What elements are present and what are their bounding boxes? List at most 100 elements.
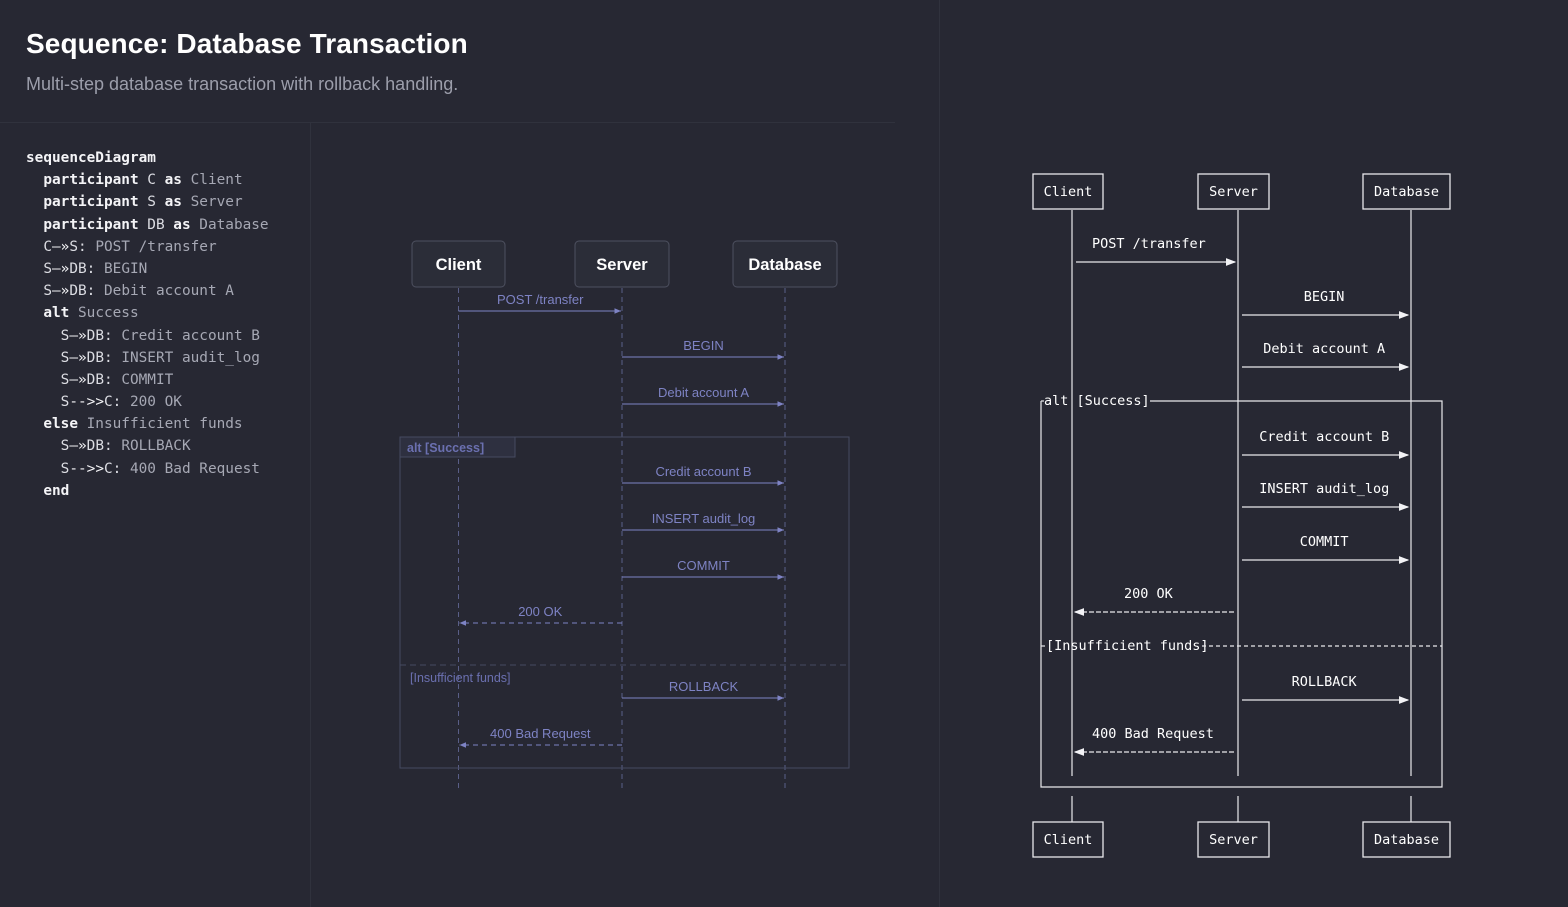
- code-token: as: [164, 172, 182, 189]
- code-token: alt: [43, 305, 70, 322]
- ascii-participant-server-top: Server: [1209, 184, 1258, 200]
- message-label: Credit account B: [655, 464, 751, 479]
- participant-database-label: Database: [748, 256, 821, 274]
- mermaid-source-code: sequenceDiagram participant C as Client …: [26, 147, 269, 502]
- ascii-message-label: COMMIT: [1300, 534, 1349, 550]
- ascii-message-label: POST /transfer: [1092, 236, 1206, 252]
- code-line: S—»DB: BEGIN: [26, 258, 269, 280]
- code-token: S: [26, 394, 70, 411]
- code-line: S—»DB: ROLLBACK: [26, 435, 269, 457]
- code-token: sequenceDiagram: [26, 150, 156, 166]
- participant-server: Server: [574, 240, 670, 288]
- code-token: —»: [52, 260, 70, 277]
- ascii-message-label: INSERT audit_log: [1259, 481, 1389, 497]
- code-token: as: [173, 216, 191, 233]
- page-subtitle: Multi-step database transaction with rol…: [26, 74, 459, 94]
- ascii-message-label: BEGIN: [1304, 289, 1345, 305]
- code-token: S: [26, 438, 70, 455]
- ascii-alt-label: alt [Success]: [1044, 393, 1150, 409]
- code-token: Debit account A: [95, 283, 234, 300]
- code-token: —»: [52, 238, 70, 255]
- code-token: —»: [69, 438, 87, 455]
- code-line: participant DB as Database: [26, 214, 269, 236]
- code-token: INSERT audit_log: [112, 349, 260, 366]
- code-token: DB:: [69, 283, 96, 300]
- ascii-participant-server-bottom: Server: [1209, 832, 1258, 848]
- participant-server-label: Server: [596, 256, 648, 274]
- code-token: COMMIT: [112, 371, 174, 388]
- code-token: DB:: [86, 371, 113, 388]
- code-line: S—»DB: COMMIT: [26, 369, 269, 391]
- code-token: S: [138, 194, 165, 211]
- ascii-message-label: 200 OK: [1124, 586, 1174, 602]
- code-token: else: [43, 416, 78, 433]
- header-divider: [0, 122, 895, 123]
- code-token: C: [26, 238, 52, 255]
- ascii-participant-database-top: Database: [1374, 184, 1439, 200]
- code-token: Insufficient funds: [77, 416, 243, 433]
- code-line: participant C as Client: [26, 169, 269, 191]
- message-label: COMMIT: [677, 558, 730, 573]
- code-line: end: [26, 480, 269, 502]
- message-label: INSERT audit_log: [652, 511, 756, 526]
- ascii-participant-client-top: Client: [1044, 184, 1093, 200]
- code-token: S: [26, 460, 70, 477]
- rendered-sequence-diagram: Client Server Database alt [Success] [In…: [399, 240, 850, 792]
- message-label: POST /transfer: [497, 292, 584, 307]
- code-token: DB: [138, 216, 174, 233]
- message-label: 400 Bad Request: [490, 726, 591, 741]
- code-line: S-->>C: 200 OK: [26, 391, 269, 413]
- code-token: —»: [52, 283, 70, 300]
- code-token: S:: [69, 238, 87, 255]
- ascii-else-label: [Insufficient funds]: [1046, 638, 1209, 654]
- code-line: S—»DB: INSERT audit_log: [26, 347, 269, 369]
- participant-client: Client: [411, 240, 506, 288]
- code-token: end: [43, 482, 70, 499]
- code-token: S: [26, 260, 52, 277]
- alt-fragment-label: alt [Success]: [407, 441, 484, 455]
- code-line: S—»DB: Debit account A: [26, 280, 269, 302]
- code-token: S: [26, 283, 52, 300]
- code-line: participant S as Server: [26, 191, 269, 213]
- code-line: alt Success: [26, 302, 269, 324]
- code-token: Credit account B: [112, 327, 260, 344]
- code-token: —»: [69, 349, 87, 366]
- code-token: as: [164, 194, 182, 211]
- ascii-message-label: ROLLBACK: [1292, 674, 1358, 690]
- participant-client-label: Client: [436, 256, 482, 274]
- code-line: sequenceDiagram: [26, 147, 269, 169]
- page-header: Sequence: Database Transaction Multi-ste…: [26, 28, 468, 95]
- code-token: Database: [190, 216, 269, 233]
- code-token: Server: [181, 194, 243, 211]
- code-token: participant: [43, 216, 139, 233]
- code-token: DB:: [86, 438, 113, 455]
- code-token: Client: [181, 172, 243, 189]
- ascii-message-label: 400 Bad Request: [1092, 726, 1214, 742]
- code-token: DB:: [86, 349, 113, 366]
- ascii-participants-bottom: Client Server Database: [1032, 821, 1451, 858]
- ascii-message-label: Debit account A: [1263, 341, 1385, 357]
- code-token: DB:: [69, 260, 96, 277]
- code-token: -->>: [69, 460, 104, 477]
- ascii-participants-top: Client Server Database: [1032, 173, 1451, 210]
- code-line: else Insufficient funds: [26, 413, 269, 435]
- ascii-participant-client-bottom: Client: [1044, 832, 1093, 848]
- code-token: C:: [103, 460, 122, 477]
- code-token: C: [138, 172, 165, 189]
- code-token: POST /transfer: [86, 238, 217, 255]
- ascii-panel-divider: [939, 0, 940, 907]
- message-label: ROLLBACK: [669, 679, 739, 694]
- code-panel-divider: [310, 122, 311, 907]
- code-token: S: [26, 371, 70, 388]
- code-token: 200 OK: [121, 394, 182, 411]
- ascii-sequence-diagram: Client Server Database Client Server Dat…: [1032, 173, 1451, 858]
- code-token: —»: [69, 371, 87, 388]
- code-token: S: [26, 349, 70, 366]
- message-label: BEGIN: [683, 338, 723, 353]
- code-token: S: [26, 327, 70, 344]
- code-token: participant: [43, 172, 139, 189]
- code-line: C—»S: POST /transfer: [26, 236, 269, 258]
- code-token: participant: [43, 194, 139, 211]
